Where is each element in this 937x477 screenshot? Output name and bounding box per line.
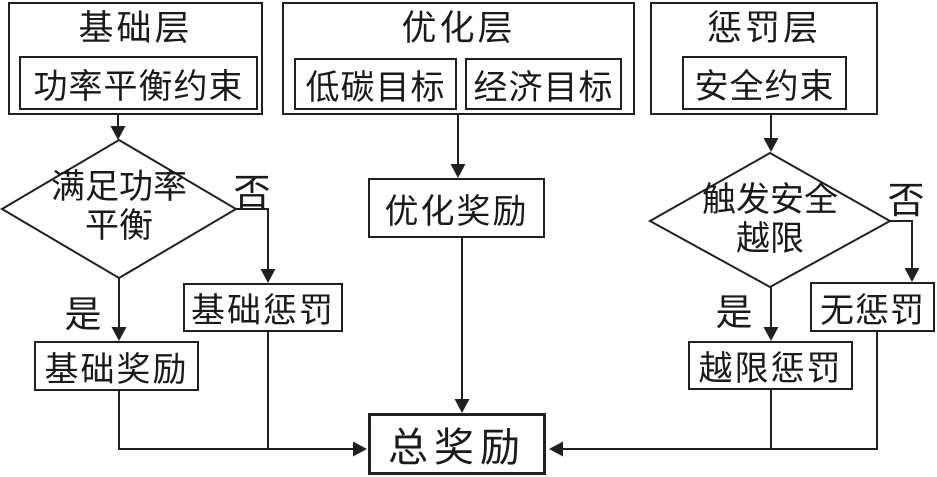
low-carbon-goal-box: 低碳目标	[294, 58, 457, 110]
limit-violation-penalty-box: 越限惩罚	[688, 341, 853, 390]
no-penalty-box: 无惩罚	[810, 282, 935, 332]
optimization-reward-box: 优化奖励	[368, 178, 545, 238]
decision-power-balance-diamond	[0, 138, 238, 280]
power-balance-constraint-box: 功率平衡约束	[19, 56, 258, 110]
arrow-decision1-no	[234, 208, 276, 283]
penalty-layer-title: 惩罚层	[706, 9, 821, 48]
arrow-nopenalty-to-total	[549, 332, 878, 457]
decision1-no-label: 否	[233, 173, 271, 214]
decision-safety-limit-diamond	[647, 151, 893, 289]
arrow-decision2-no	[890, 220, 920, 282]
decision1-yes-label: 是	[64, 295, 102, 336]
base-layer-box: 基础层 功率平衡约束	[8, 2, 263, 115]
safety-constraint-box: 安全约束	[682, 56, 847, 110]
optimization-layer-box: 优化层 低碳目标 经济目标	[282, 2, 635, 115]
optimization-layer-title: 优化层	[401, 9, 516, 48]
decision2-no-label: 否	[887, 181, 925, 222]
decision2-yes-label: 是	[715, 293, 753, 334]
base-penalty-box: 基础惩罚	[183, 283, 343, 332]
economic-goal-box: 经济目标	[465, 58, 622, 110]
arrow-basereward-to-total	[118, 391, 367, 457]
total-reward-box: 总奖励	[368, 413, 546, 475]
base-reward-box: 基础奖励	[34, 341, 199, 391]
penalty-layer-box: 惩罚层 安全约束	[650, 2, 878, 115]
base-layer-title: 基础层	[78, 9, 193, 48]
